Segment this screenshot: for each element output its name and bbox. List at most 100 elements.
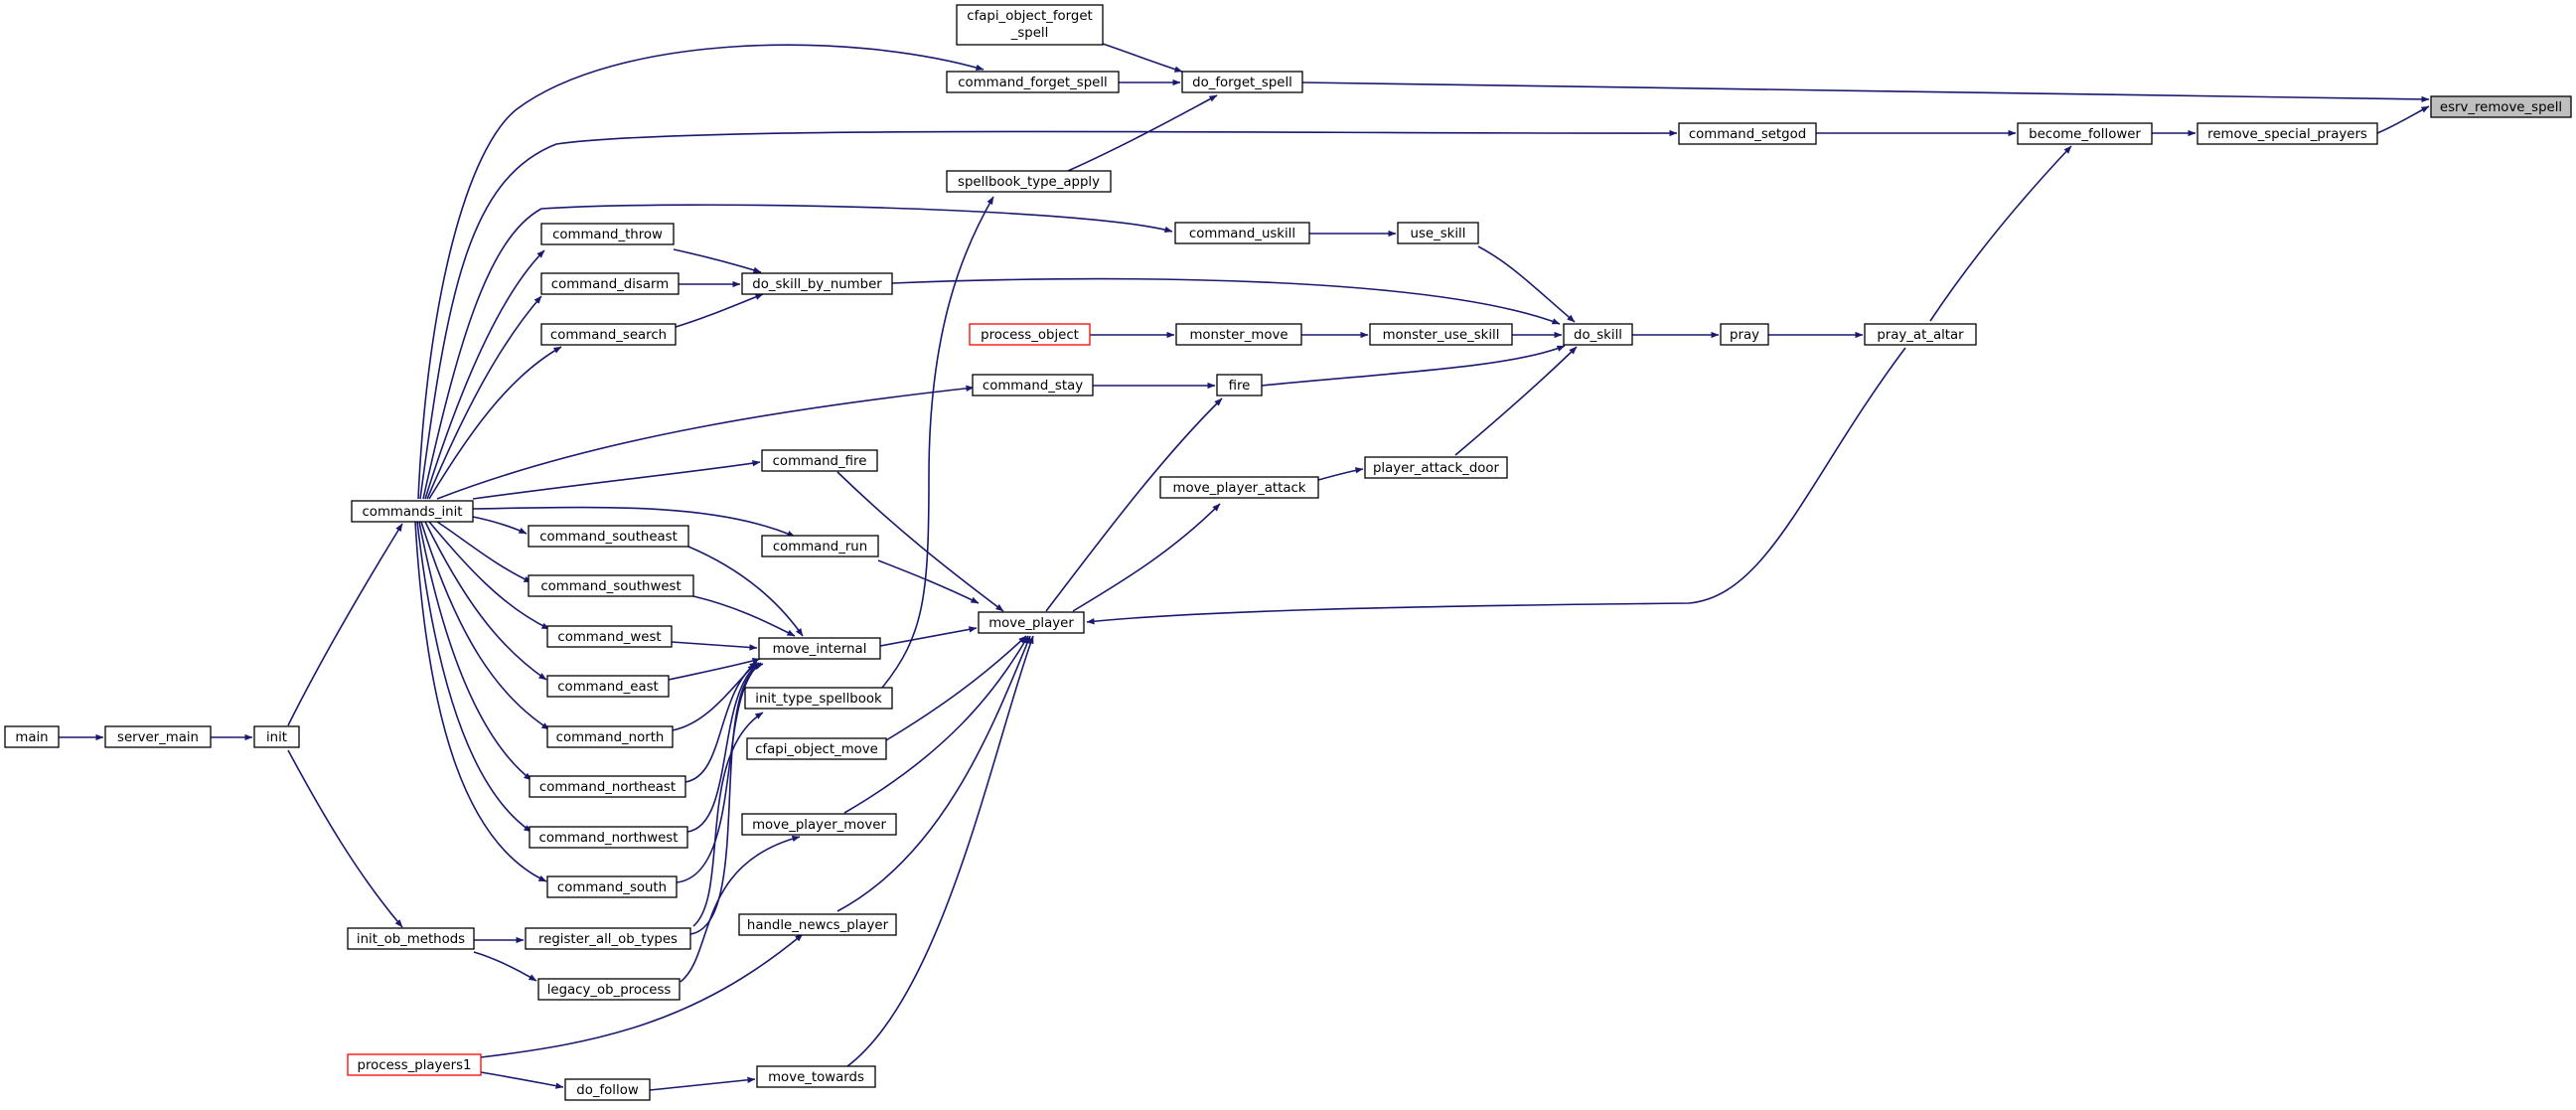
- node-fire[interactable]: fire: [1216, 374, 1263, 396]
- edge-commands-init-to-command-stay: [436, 385, 975, 500]
- node-box: [969, 323, 1091, 346]
- node-label: command_southeast: [539, 530, 678, 545]
- node-pray[interactable]: pray: [1720, 323, 1769, 346]
- edge-do-skill-by-number-to-do-skill: [891, 277, 1561, 325]
- node-monster-move[interactable]: monster_move: [1175, 323, 1302, 346]
- edge-handle-newcs-player-to-move-player: [836, 635, 1031, 912]
- node-legacy-ob-process[interactable]: legacy_ob_process: [537, 978, 681, 1001]
- node-box: [540, 272, 680, 295]
- node-command-forget-spell[interactable]: command_forget_spell: [946, 71, 1120, 93]
- edge-commands-init-to-command-throw: [424, 249, 545, 500]
- node-label: command_northwest: [539, 831, 679, 846]
- node-remove-special-prayers[interactable]: remove_special_prayers: [2197, 122, 2378, 145]
- node-label: move_player: [988, 616, 1074, 631]
- node-label: legacy_ob_process: [547, 983, 672, 998]
- edge-commands-init-to-command-uskill: [422, 204, 1173, 500]
- node-command-northeast[interactable]: command_northeast: [529, 775, 686, 798]
- node-command-run[interactable]: command_run: [761, 535, 879, 557]
- node-box: [347, 1053, 482, 1076]
- node-box: [347, 927, 475, 950]
- node-command-east[interactable]: command_east: [546, 675, 670, 698]
- node-command-west[interactable]: command_west: [546, 625, 673, 648]
- edge-command-throw-to-do-skill-by-number: [673, 248, 762, 273]
- edge-command-west-to-move-internal: [671, 641, 758, 651]
- node-label-line-2: _spell: [1010, 26, 1049, 41]
- edge-command-search-to-do-skill-by-number: [675, 293, 764, 328]
- node-command-search[interactable]: command_search: [540, 323, 677, 346]
- node-commands-init[interactable]: commands_init: [351, 500, 474, 523]
- node-server-main[interactable]: server_main: [104, 725, 212, 748]
- edge-commands-init-to-command-northwest: [416, 521, 532, 833]
- edge-move-player-attack-to-player-attack-door: [1317, 467, 1364, 481]
- node-move-towards[interactable]: move_towards: [756, 1065, 876, 1088]
- node-do-skill[interactable]: do_skill: [1563, 323, 1633, 346]
- node-label: init_type_spellbook: [755, 692, 882, 707]
- node-do-forget-spell[interactable]: do_forget_spell: [1181, 71, 1303, 93]
- node-box: [756, 1065, 876, 1088]
- node-label: register_all_ob_types: [538, 932, 678, 947]
- node-do-skill-by-number[interactable]: do_skill_by_number: [741, 272, 893, 295]
- node-box: [540, 323, 677, 346]
- node-command-throw[interactable]: command_throw: [540, 223, 675, 245]
- node-move-player[interactable]: move_player: [978, 611, 1085, 634]
- node-label: do_forget_spell: [1192, 76, 1292, 90]
- edge-init-to-commands-init: [287, 523, 403, 726]
- node-init-ob-methods[interactable]: init_ob_methods: [347, 927, 475, 950]
- node-command-south[interactable]: command_south: [546, 875, 678, 898]
- node-move-player-mover[interactable]: move_player_mover: [741, 813, 897, 836]
- node-label: command_south: [557, 880, 667, 895]
- node-label: do_skill: [1574, 328, 1622, 343]
- node-command-disarm[interactable]: command_disarm: [540, 272, 680, 295]
- node-box: [1175, 323, 1302, 346]
- node-label: handle_newcs_player: [747, 918, 889, 933]
- node-box: [546, 725, 674, 748]
- node-register-all-ob-types[interactable]: register_all_ob_types: [525, 927, 691, 950]
- node-handle-newcs-player[interactable]: handle_newcs_player: [738, 913, 897, 936]
- node-pray-at-altar[interactable]: pray_at_altar: [1864, 323, 1977, 346]
- node-do-follow[interactable]: do_follow: [564, 1078, 651, 1101]
- node-box: [1563, 323, 1633, 346]
- node-esrv-remove-spell[interactable]: esrv_remove_spell: [2430, 95, 2572, 118]
- node-move-internal[interactable]: move_internal: [758, 637, 881, 660]
- node-box: [4, 725, 60, 748]
- edge-pray-at-altar-to-move-player: [1086, 347, 1906, 625]
- node-main[interactable]: main: [4, 725, 60, 748]
- node-command-north[interactable]: command_north: [546, 725, 674, 748]
- node-monster-use-skill[interactable]: monster_use_skill: [1369, 323, 1513, 346]
- node-label: do_skill_by_number: [752, 277, 882, 292]
- node-become-follower[interactable]: become_follower: [2017, 122, 2153, 145]
- edge-commands-init-to-command-southeast: [472, 516, 528, 535]
- edge-commands-init-to-command-disarm: [426, 295, 542, 500]
- edge-move-player-to-move-player-attack: [1072, 503, 1221, 612]
- node-cfapi-object-move[interactable]: cfapi_object_move: [746, 737, 887, 760]
- node-box: [758, 637, 881, 660]
- node-box: [2430, 95, 2572, 118]
- edge-use-skill-to-do-skill: [1477, 245, 1576, 323]
- node-command-uskill[interactable]: command_uskill: [1174, 222, 1310, 244]
- node-command-setgod[interactable]: command_setgod: [1678, 122, 1817, 145]
- node-box: [1174, 222, 1310, 244]
- node-box: [741, 813, 897, 836]
- node-move-player-attack[interactable]: move_player_attack: [1159, 476, 1319, 499]
- node-spellbook-type-apply[interactable]: spellbook_type_apply: [946, 170, 1112, 193]
- node-label: do_follow: [576, 1083, 639, 1098]
- node-init-type-spellbook[interactable]: init_type_spellbook: [744, 687, 893, 710]
- node-player-attack-door[interactable]: player_attack_door: [1364, 456, 1508, 479]
- node-command-southeast[interactable]: command_southeast: [528, 525, 689, 548]
- edge-init-ob-methods-to-legacy-ob-process: [473, 951, 537, 982]
- node-use-skill[interactable]: use_skill: [1397, 222, 1479, 244]
- node-label: spellbook_type_apply: [958, 175, 1100, 190]
- node-process-object[interactable]: process_object: [969, 323, 1091, 346]
- node-process-players1[interactable]: process_players1: [347, 1053, 482, 1076]
- node-command-southwest[interactable]: command_southwest: [528, 574, 694, 597]
- edge-commands-init-to-command-east: [424, 521, 547, 681]
- node-command-northwest[interactable]: command_northwest: [529, 826, 688, 849]
- node-label: pray: [1730, 328, 1759, 343]
- node-command-stay[interactable]: command_stay: [972, 374, 1094, 396]
- node-box: [546, 675, 670, 698]
- node-cfapi-object-forget-spell[interactable]: cfapi_object_forget _spell: [956, 4, 1104, 46]
- node-box: [746, 737, 887, 760]
- node-command-fire[interactable]: command_fire: [761, 449, 878, 472]
- node-init[interactable]: init: [253, 725, 300, 748]
- node-box: [744, 687, 893, 710]
